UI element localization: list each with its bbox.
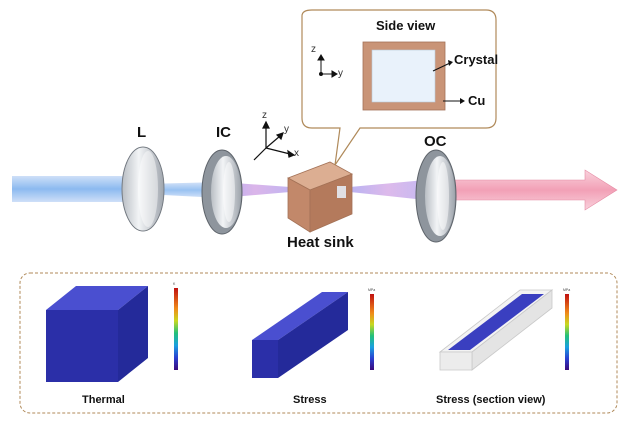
stress-section-model xyxy=(438,289,554,371)
stress-colorbar xyxy=(370,294,374,370)
output-beam xyxy=(439,169,618,211)
side-view-callout xyxy=(301,9,497,166)
input-coupler-label: IC xyxy=(216,124,231,141)
lens-label: L xyxy=(137,124,147,141)
crystal-label: Crystal xyxy=(454,52,499,67)
stress-colorbar-unit: MPa xyxy=(368,288,376,292)
cu-label: Cu xyxy=(468,93,486,108)
output-coupler-mirror xyxy=(415,149,457,243)
inset-axis-y-label: y xyxy=(338,68,343,79)
inset-axis-z-label: z xyxy=(311,44,316,55)
thermal-caption: Thermal xyxy=(82,394,125,406)
heat-sink-label: Heat sink xyxy=(287,234,354,251)
section-colorbar-unit: MPa xyxy=(563,288,571,292)
thermal-colorbar-unit: K xyxy=(173,282,176,286)
stress-caption: Stress xyxy=(293,394,327,406)
thermal-colorbar xyxy=(174,288,178,370)
axis-z-label: z xyxy=(262,110,267,121)
section-colorbar xyxy=(565,294,569,370)
stress-model xyxy=(252,292,348,378)
focusing-lens xyxy=(121,146,165,232)
axes-xyz-icon xyxy=(253,120,296,161)
input-coupler-mirror xyxy=(201,149,243,235)
output-coupler-label: OC xyxy=(424,133,447,150)
thermal-model xyxy=(46,286,148,382)
cavity-beam xyxy=(350,180,425,200)
inset-axes-icon xyxy=(317,54,338,78)
axis-x-label: x xyxy=(294,148,299,159)
side-view-title: Side view xyxy=(376,18,436,33)
stress-section-caption: Stress (section view) xyxy=(436,394,546,406)
axis-y-label: y xyxy=(284,124,289,135)
heat-sink-block xyxy=(287,161,353,233)
